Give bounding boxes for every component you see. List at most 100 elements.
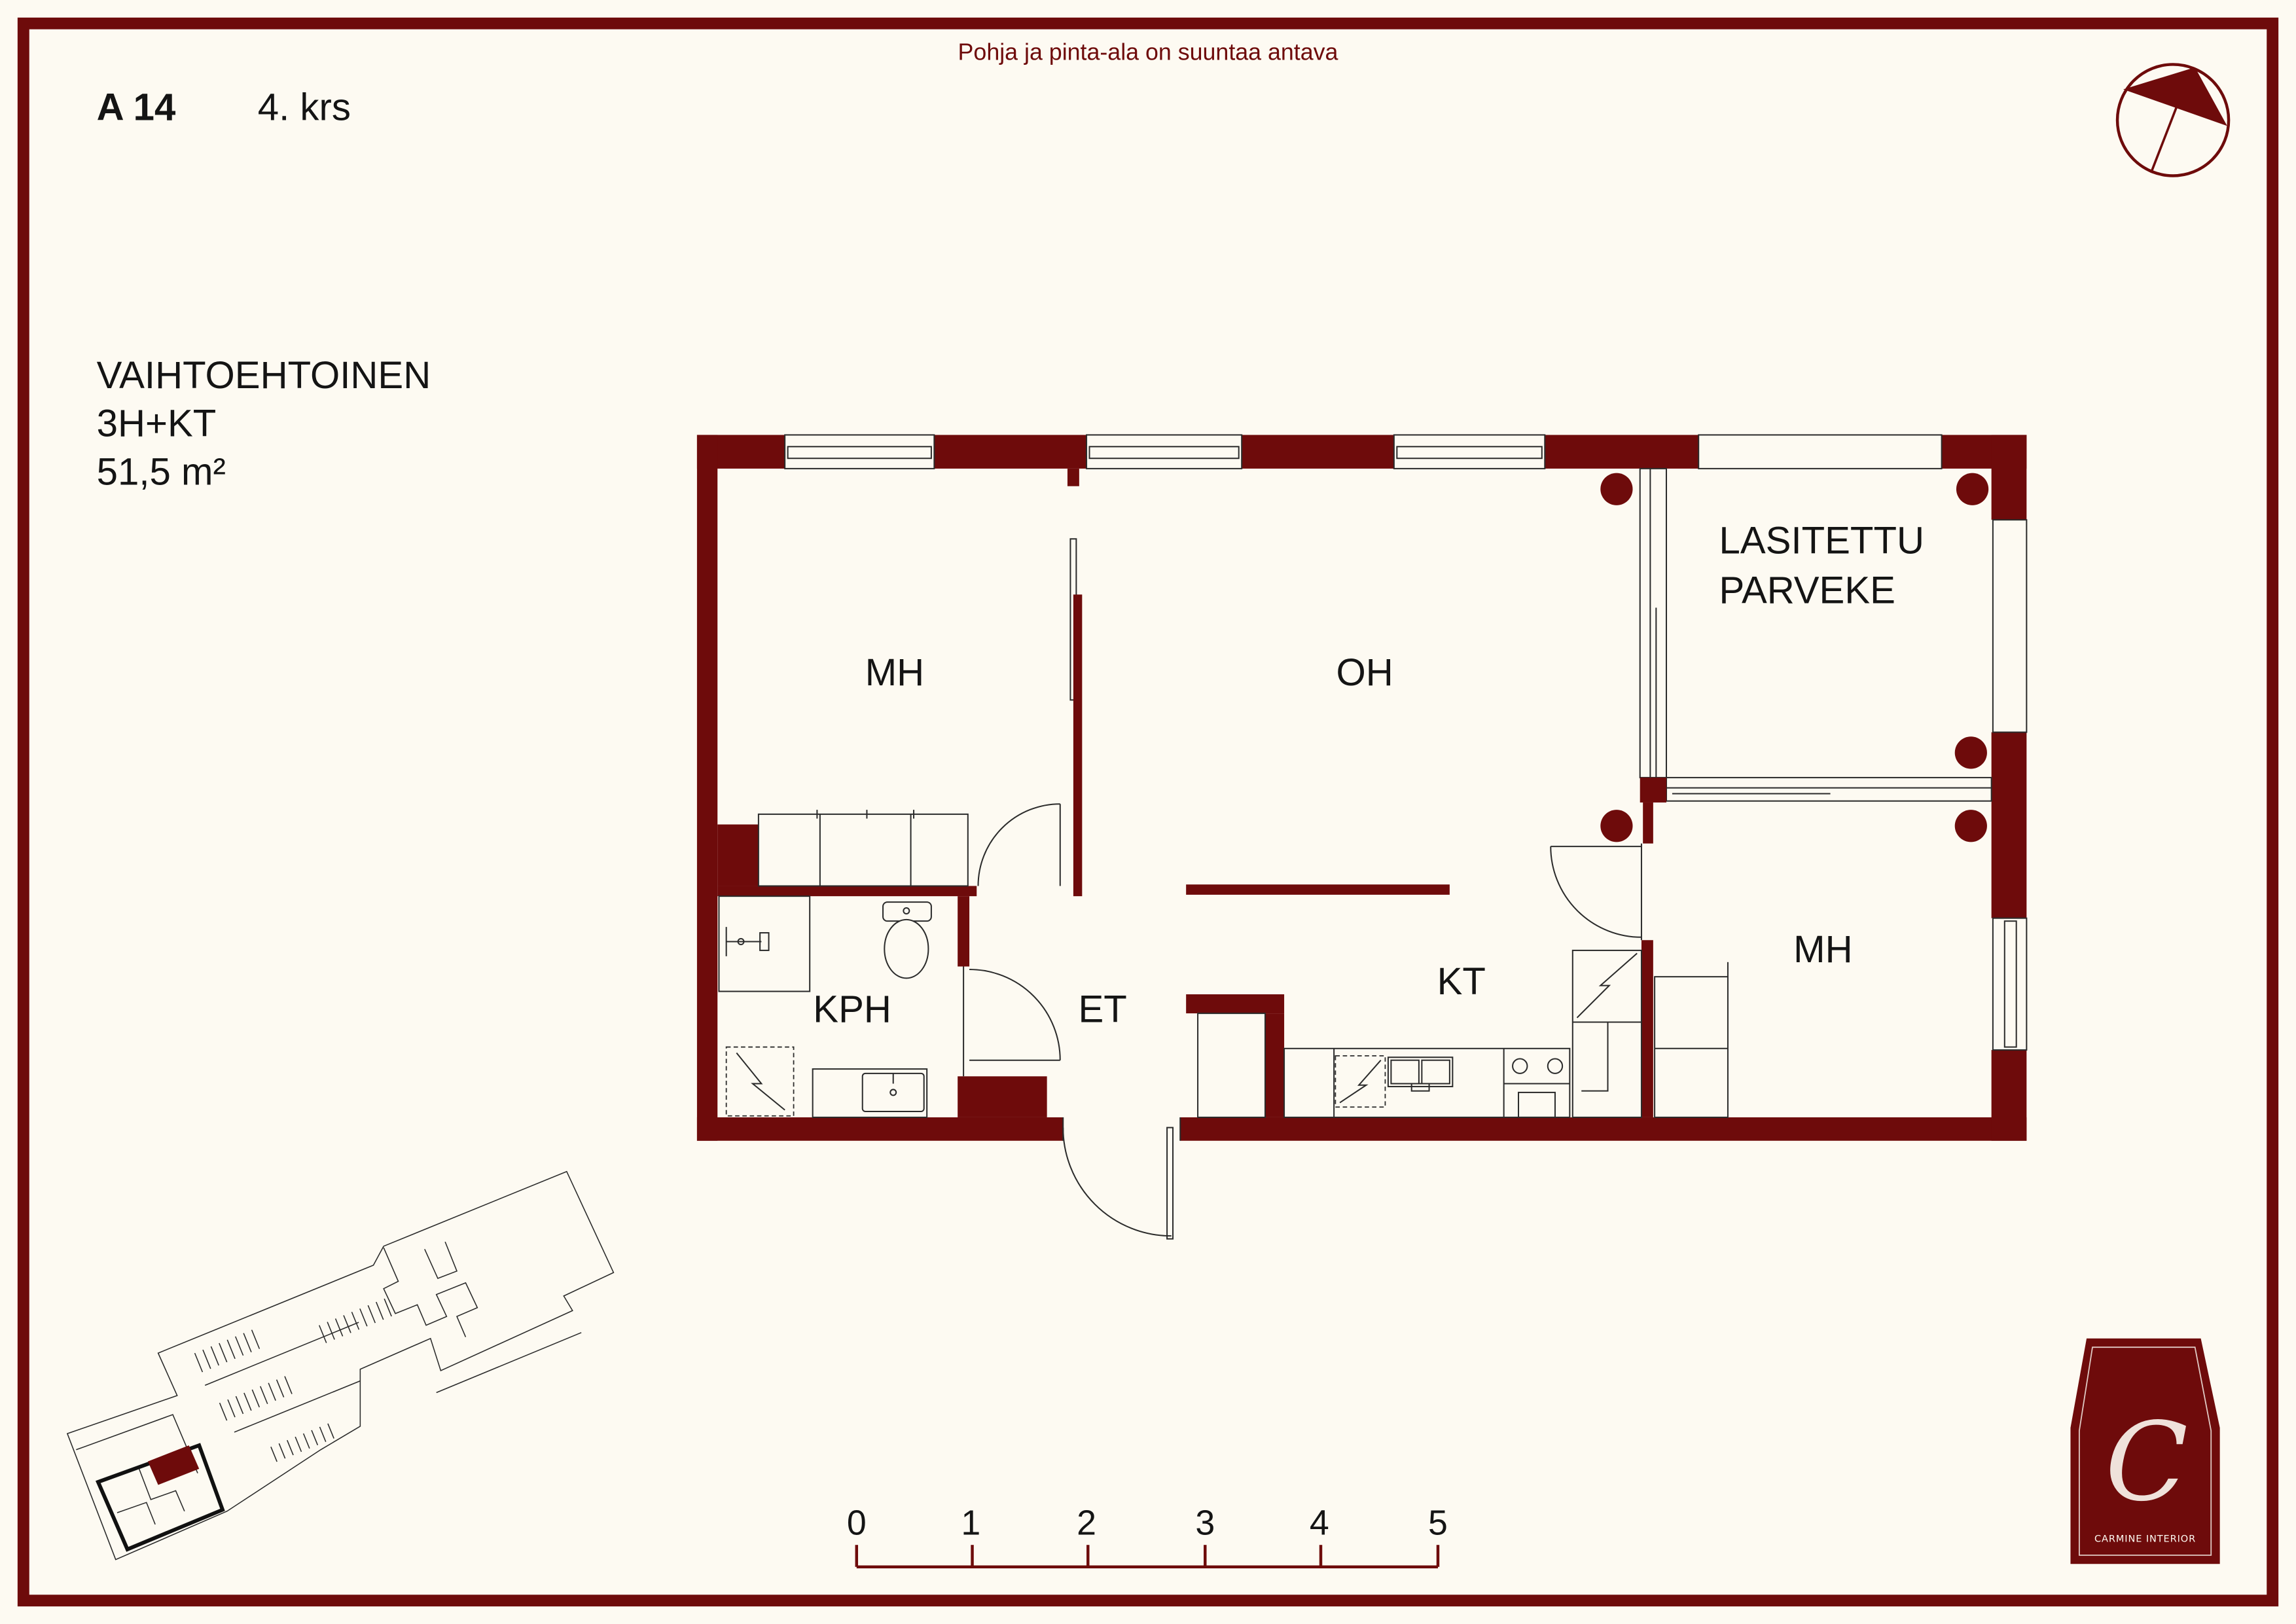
tall-unit-inner	[1581, 1022, 1609, 1092]
parking-stall-line	[234, 1336, 244, 1356]
plan-variant: VAIHTOEHTOINEN	[97, 354, 431, 397]
column	[1954, 736, 1987, 769]
stove-burner	[1547, 1058, 1564, 1074]
site-parking-divider	[234, 1380, 361, 1433]
parking-stall-line	[384, 1298, 392, 1317]
site-unit-wall	[138, 1468, 185, 1512]
site-inner-wall	[424, 1241, 458, 1280]
floor-plan: MH OH LASITETTU PARVEKE MH KPH ET KT	[696, 434, 2028, 1240]
interior-walls	[717, 468, 1653, 1117]
wall-bathroom-east	[958, 896, 970, 967]
disclaimer-note: Pohja ja pinta-ala on suuntaa antava	[958, 39, 1338, 65]
wall-bedroom-east-top	[1643, 802, 1653, 844]
parking-stall-line	[343, 1315, 351, 1333]
faucet-knob	[737, 938, 745, 945]
wall-bedroom-bathroom	[717, 886, 977, 897]
room-labels: MH OH LASITETTU PARVEKE MH KPH ET KT	[813, 520, 1924, 1031]
parking-stall-line	[219, 1402, 228, 1421]
door-swing-bedroom-east	[1550, 846, 1641, 938]
ventilation-symbol	[1576, 952, 1638, 1019]
toilet-bowl	[884, 918, 929, 979]
doors	[963, 803, 1642, 1240]
site-apartment-highlight	[147, 1445, 200, 1485]
wardrobe-bedroom-east	[1654, 976, 1729, 1118]
washing-machine-space	[718, 895, 811, 992]
window-bedroom-west	[784, 434, 935, 469]
scale-label-1: 1	[961, 1504, 980, 1543]
logo-wordmark: CARMINE INTERIOR	[2094, 1534, 2196, 1545]
north-arrow-icon	[2115, 63, 2231, 177]
parking-stall-line	[270, 1447, 278, 1462]
shower-symbol	[736, 1052, 785, 1111]
parking-stall-line	[210, 1346, 219, 1366]
sink-faucet	[1410, 1083, 1430, 1092]
column	[1956, 473, 1989, 505]
toilet-button	[903, 907, 910, 914]
bathroom-fixtures	[718, 895, 932, 1118]
site-stair-core	[383, 1247, 478, 1337]
room-label-balcony-line-2: PARVEKE	[1719, 569, 1895, 612]
logo-inner-border	[2078, 1346, 2212, 1556]
parking-stall-line	[367, 1305, 376, 1324]
parking-stall-line	[311, 1430, 319, 1446]
parking-stall-line	[327, 1322, 335, 1340]
door-swing-bathroom	[969, 968, 1061, 1060]
wall-top-3	[1242, 435, 1394, 469]
window-bedroom-east	[1992, 917, 2028, 1051]
parking-stall-line	[287, 1439, 294, 1456]
wall-kitchen-west-top	[1186, 994, 1285, 1014]
parking-stall-line	[278, 1443, 286, 1459]
wall-top-4	[1545, 435, 1699, 469]
compass-wedge	[2123, 67, 2227, 126]
door-swing-bedroom-west	[977, 803, 1060, 886]
logo-monogram: C	[2105, 1399, 2188, 1526]
wall-right-top	[1991, 435, 2027, 520]
storage	[757, 810, 1729, 1118]
hall-closet	[1197, 1013, 1266, 1118]
kitchen-sink	[1387, 1056, 1454, 1087]
parking-stall-line	[319, 1426, 327, 1442]
balcony-glazing-top	[1698, 434, 1943, 469]
logo-badge	[2070, 1338, 2220, 1564]
parking-stall-line	[276, 1379, 285, 1398]
wall-top-2	[934, 435, 1087, 469]
room-label-bathroom: KPH	[813, 988, 891, 1031]
site-parking-divider	[204, 1322, 359, 1386]
balcony-glazing-side	[1992, 519, 2028, 733]
window-glass	[2003, 920, 2017, 1048]
wall-bottom-east	[1180, 1117, 2027, 1141]
parking-stall-line	[359, 1308, 368, 1327]
balcony-glass-west	[1639, 467, 1667, 778]
room-label-kitchen: KT	[1437, 960, 1486, 1003]
stove-burner	[1512, 1058, 1528, 1074]
parking-stall-line	[295, 1436, 302, 1453]
room-layout: 3H+KT	[97, 403, 217, 445]
window-glass	[787, 446, 932, 460]
scale-label-0: 0	[847, 1504, 867, 1543]
parking-stall-line	[194, 1352, 204, 1373]
washbasin-drain	[889, 1089, 897, 1096]
parking-stall-line	[268, 1382, 276, 1401]
scale-label-2: 2	[1077, 1504, 1096, 1543]
parking-stall-line	[251, 1389, 260, 1408]
wall-left-block	[717, 824, 759, 886]
parking-stall-line	[226, 1339, 236, 1360]
column	[1600, 810, 1633, 842]
wall-bedroom-east-lower	[1641, 940, 1653, 1117]
kitchen-counter	[1283, 1047, 1571, 1118]
wall-right-bottom	[1991, 1050, 2027, 1141]
scale-bar: 0 1 2 3 4 5	[847, 1504, 1448, 1568]
carmine-interior-logo: C CARMINE INTERIOR	[2070, 1338, 2220, 1564]
parking-stall-line	[243, 1392, 252, 1411]
wall-hall-kitchen	[1186, 884, 1450, 895]
room-label-balcony-line-1: LASITETTU	[1719, 520, 1924, 562]
room-label-bedroom-west: MH	[865, 651, 924, 694]
wall-kitchen-west	[1265, 1013, 1285, 1117]
parking-stall-line	[235, 1396, 244, 1415]
balcony-glass-south	[1665, 776, 1992, 802]
shower-area	[725, 1046, 795, 1117]
parking-stall-line	[219, 1343, 228, 1363]
exterior-walls	[696, 435, 2027, 1141]
parking-stall-line	[251, 1329, 260, 1349]
parking-stall-line	[334, 1318, 344, 1337]
